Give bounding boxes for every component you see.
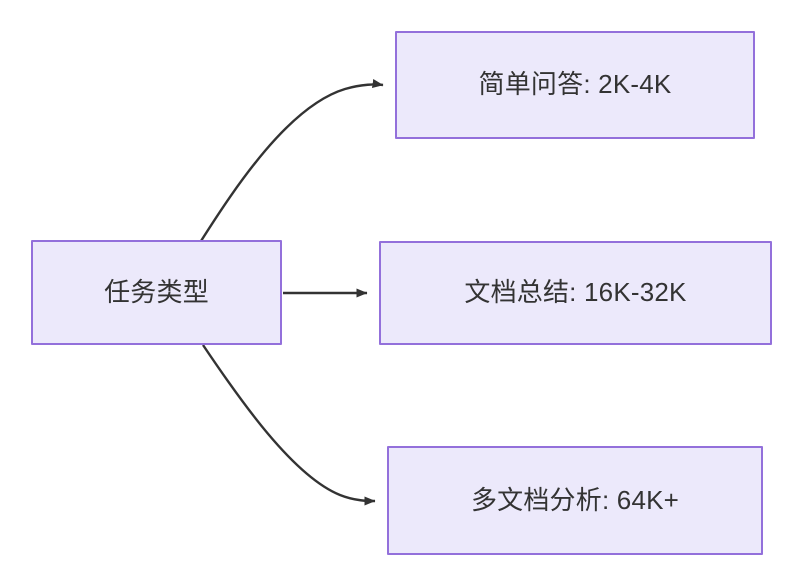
node-doc-summary-label: 文档总结: 16K-32K	[464, 277, 687, 308]
node-simple-qa-label: 简单问答: 2K-4K	[478, 69, 672, 100]
node-simple-qa[interactable]: 简单问答: 2K-4K	[395, 31, 755, 139]
node-multi-doc-analysis[interactable]: 多文档分析: 64K+	[387, 446, 763, 555]
node-task-type-label: 任务类型	[104, 276, 209, 307]
node-task-type[interactable]: 任务类型	[31, 240, 282, 345]
node-multi-doc-analysis-label: 多文档分析: 64K+	[470, 484, 680, 515]
edge-task-type-to-multi-doc-analysis	[202, 344, 376, 506]
edge-task-type-to-simple-qa	[199, 79, 384, 242]
node-doc-summary[interactable]: 文档总结: 16K-32K	[379, 241, 772, 345]
